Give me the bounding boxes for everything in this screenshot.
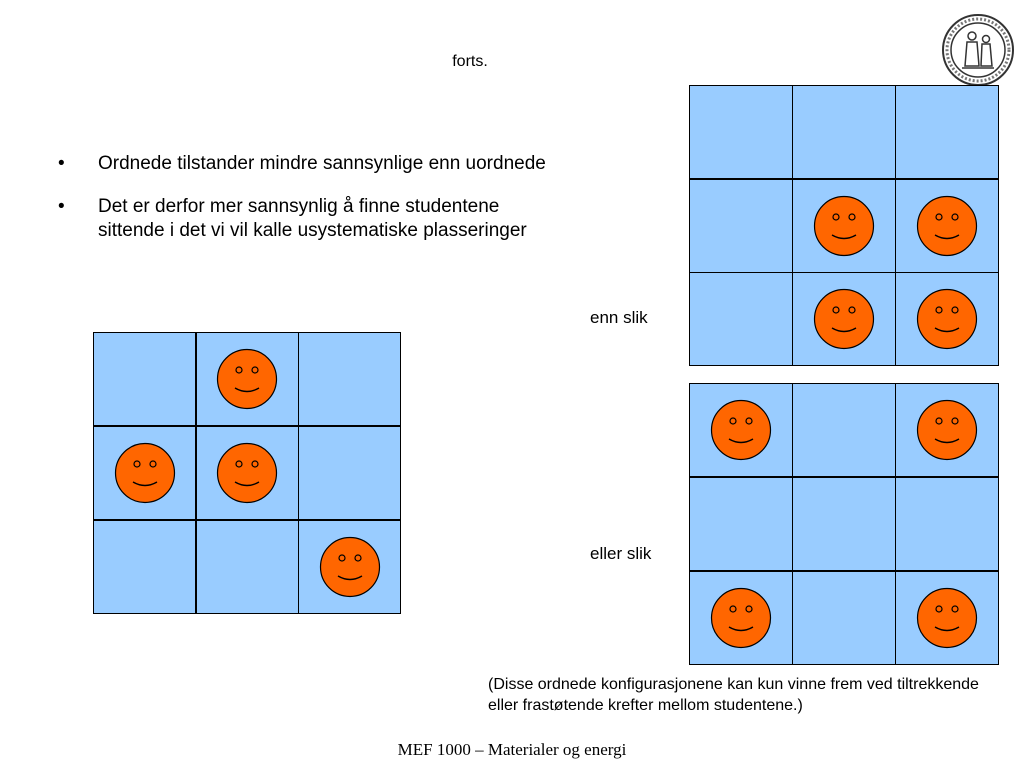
occupied-seat-cell: [896, 384, 998, 477]
empty-seat-cell: [196, 520, 298, 613]
smiley-face-icon: [917, 587, 978, 648]
smiley-face-icon: [319, 536, 380, 597]
ordered-seating-grid-eller-slik: [689, 383, 999, 665]
occupied-seat-cell: [94, 426, 195, 520]
occupied-seat-cell: [299, 520, 400, 613]
university-seal-logo: [940, 12, 1016, 88]
empty-seat-cell: [793, 571, 895, 664]
smiley-face-icon: [813, 195, 875, 256]
occupied-seat-cell: [690, 571, 792, 664]
empty-seat-cell: [690, 273, 792, 365]
empty-seat-cell: [299, 333, 400, 426]
empty-seat-cell: [94, 333, 195, 426]
occupied-seat-cell: [896, 179, 998, 272]
bullet-item: • Det er derfor mer sannsynlig å finne s…: [58, 195, 558, 243]
footnote: (Disse ordnede konfigurasjonene kan kun …: [488, 676, 979, 714]
occupied-seat-cell: [196, 333, 298, 426]
empty-seat-cell: [299, 426, 400, 520]
occupied-seat-cell: [196, 426, 298, 520]
smiley-face-icon: [216, 349, 278, 410]
smiley-face-icon: [114, 442, 175, 504]
empty-seat-cell: [793, 86, 895, 178]
smiley-face-icon: [917, 195, 978, 256]
label-enn-slik: enn slik: [590, 308, 648, 327]
empty-seat-cell: [94, 520, 195, 613]
occupied-seat-cell: [793, 273, 895, 365]
ordered-seating-grid-enn-slik: [689, 85, 999, 366]
occupied-seat-cell: [896, 273, 998, 365]
smiley-face-icon: [710, 400, 771, 461]
bullet-marker: •: [58, 196, 65, 217]
slide-title: forts.: [452, 53, 488, 70]
bullet-marker: •: [58, 153, 65, 174]
occupied-seat-cell: [793, 179, 895, 272]
slide-footer: MEF 1000 – Materialer og energi: [397, 740, 627, 759]
disordered-seating-grid: [93, 332, 401, 614]
empty-seat-cell: [793, 477, 895, 571]
occupied-seat-cell: [896, 571, 998, 664]
label-eller-slik: eller slik: [590, 544, 652, 563]
empty-seat-cell: [896, 86, 998, 178]
empty-seat-cell: [896, 477, 998, 571]
empty-seat-cell: [690, 179, 792, 272]
bullet-list: • Ordnede tilstander mindre sannsynlige …: [58, 152, 558, 262]
smiley-face-icon: [710, 587, 771, 648]
occupied-seat-cell: [690, 384, 792, 477]
empty-seat-cell: [690, 86, 792, 178]
smiley-face-icon: [917, 288, 978, 350]
smiley-face-icon: [216, 442, 278, 504]
bullet-text: Ordnede tilstander mindre sannsynlige en…: [98, 153, 546, 174]
smiley-face-icon: [813, 288, 875, 350]
bullet-item: • Ordnede tilstander mindre sannsynlige …: [58, 152, 558, 176]
bullet-text: Det er derfor mer sannsynlig å finne stu…: [98, 196, 527, 241]
empty-seat-cell: [793, 384, 895, 477]
empty-seat-cell: [690, 477, 792, 571]
smiley-face-icon: [917, 400, 978, 461]
